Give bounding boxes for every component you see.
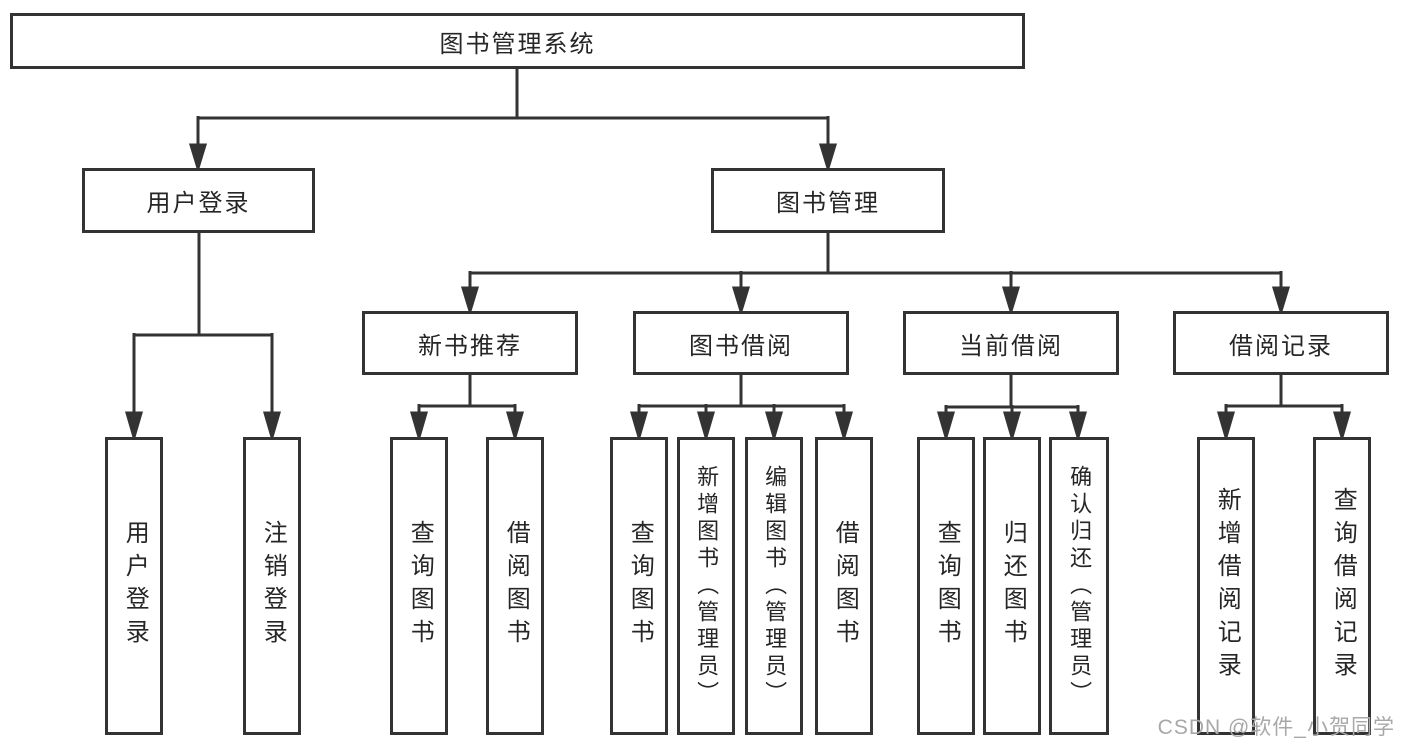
leaf-add-book-admin: 新增图书（管理员） [677,437,735,735]
leaf-confirm-return-admin: 确认归还（管理员） [1049,437,1109,735]
node-label: 用户登录 [146,190,251,217]
connector-current-borrow-to-leaves [937,374,1087,443]
node-user-login: 用户登录 [82,168,315,233]
node-label: 当前借阅 [959,332,1063,360]
connector-line [132,231,274,414]
leaf-logout: 注销登录 [243,437,301,735]
node-label: 借阅图书 [502,520,530,652]
connector-line [196,68,830,146]
node-label: 查询图书 [406,520,434,652]
arrowhead-icon [263,411,281,443]
arrowhead-icon [1001,286,1021,317]
arrowhead-icon [835,411,853,443]
arrowhead-icon [765,411,783,443]
arrowhead-icon [1003,411,1021,443]
leaf-borrow-book-recommend: 借阅图书 [486,437,544,735]
connector-line [417,374,517,414]
node-label: 图书管理系统 [439,30,596,58]
node-label: 图书管理 [776,190,880,217]
arrowhead-icon [1271,286,1291,317]
arrowhead-icon [188,143,208,174]
connector-user-login-to-leaves [125,231,281,443]
connector-line [1224,374,1344,414]
node-label: 新增图书（管理员） [694,464,720,708]
arrowhead-icon [937,411,955,443]
connector-line [637,374,846,414]
arrowhead-icon [630,411,648,443]
leaf-edit-book-admin: 编辑图书（管理员） [745,437,803,735]
arrowhead-icon [506,411,524,443]
leaf-query-borrow-record: 查询借阅记录 [1313,437,1371,735]
node-label: 新书推荐 [418,332,522,360]
leaf-query-book-borrow: 查询图书 [610,437,668,735]
node-label: 确认归还（管理员） [1067,464,1093,708]
node-label: 新增借阅记录 [1213,487,1241,685]
node-label: 编辑图书（管理员） [762,464,788,708]
node-label: 借阅图书 [831,520,859,652]
connector-root-to-level2 [188,68,838,174]
node-label: 查询图书 [626,520,654,652]
node-borrow-records: 借阅记录 [1173,311,1389,375]
connector-borrow-record-to-leaves [1217,374,1351,443]
arrowhead-icon [1217,411,1235,443]
connector-line [944,374,1080,414]
node-label: 图书借阅 [689,332,793,360]
connector-line [468,231,1283,289]
arrowhead-icon [1069,411,1087,443]
leaf-borrow-book: 借阅图书 [815,437,873,735]
watermark: CSDN @软件_小贺同学 [1157,716,1395,739]
node-label: 归还图书 [999,520,1027,652]
leaf-return-book: 归还图书 [983,437,1041,735]
leaf-query-book-recommend: 查询图书 [390,437,448,735]
arrowhead-icon [410,411,428,443]
node-label: 查询图书 [933,520,961,652]
connector-book-mgmt-to-level3 [460,231,1291,317]
node-current-borrow: 当前借阅 [903,311,1119,375]
node-label: 借阅记录 [1229,332,1333,360]
node-label: 用户登录 [121,520,149,652]
leaf-query-book-current: 查询图书 [917,437,975,735]
node-book-borrow: 图书借阅 [633,311,849,375]
arrowhead-icon [818,143,838,174]
arrowhead-icon [697,411,715,443]
connector-book-borrow-to-leaves [630,374,853,443]
arrowhead-icon [460,286,480,317]
arrowhead-icon [731,286,751,317]
leaf-user-login: 用户登录 [105,437,163,735]
arrowhead-icon [125,411,143,443]
arrowhead-icon [1333,411,1351,443]
node-book-management: 图书管理 [711,168,945,233]
node-root-system: 图书管理系统 [10,13,1025,69]
node-new-book-recommend: 新书推荐 [362,311,578,375]
node-label: 注销登录 [259,520,287,652]
connector-new-book-rec-to-leaves [410,374,524,443]
node-label: 查询借阅记录 [1329,487,1357,685]
leaf-add-borrow-record: 新增借阅记录 [1197,437,1255,735]
